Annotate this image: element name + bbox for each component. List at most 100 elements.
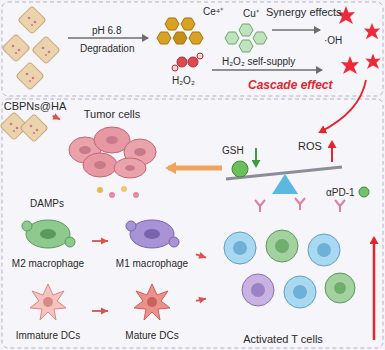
cu-hexagon [253, 32, 267, 44]
nucleus [79, 146, 91, 154]
tumor-cell [83, 153, 117, 177]
annotation-label: GSH [222, 144, 244, 157]
node-label: M1 macrophage [116, 257, 188, 270]
top-panel [2, 2, 383, 96]
tumor-cell [114, 158, 146, 178]
gsh-down-arrow [255, 148, 257, 166]
ros-up-arrow [331, 142, 333, 162]
nucleus [233, 241, 247, 255]
gsh-sphere [232, 161, 248, 177]
node-label: M2 macrophage [12, 257, 84, 270]
bottom-panel [2, 99, 383, 348]
nanoparticle-node: CBPNs@HA [1, 100, 70, 115]
cell-protrusion [169, 237, 179, 247]
ros-star [364, 23, 380, 39]
t-cell [242, 274, 274, 306]
annotation-label: Ce⁴⁺ [203, 5, 223, 18]
annotation-label: H₂O₂ [172, 74, 195, 87]
annotation-label: Degradation [80, 42, 134, 55]
nucleus [134, 148, 146, 156]
annotation-label: Cu⁺ [243, 7, 259, 20]
nucleus [125, 165, 135, 171]
t-cell [224, 232, 256, 264]
node-label: Activated T cells [243, 333, 323, 346]
ce-hexagon [181, 18, 195, 30]
cu-hexagon [239, 24, 253, 36]
annotation-label: Cascade effect [248, 79, 333, 92]
damp-dot [109, 192, 115, 198]
ce-hexagon [165, 18, 179, 30]
nanoparticle [32, 36, 60, 64]
nanoparticle [16, 62, 44, 90]
nucleus [106, 136, 118, 144]
increase-arrow [373, 238, 376, 340]
t-cell [325, 273, 355, 303]
node-label: Immature DCs [16, 329, 80, 342]
annotation-label: pH 6.8 [92, 24, 121, 37]
arrow-head [198, 252, 206, 259]
damp-dot [97, 187, 103, 193]
cell-protrusion [126, 221, 136, 231]
arrow-head [101, 238, 108, 245]
annotation-label: ·OH [324, 34, 342, 47]
supply-arrow [212, 69, 322, 71]
cell-node: Mature DCs [110, 280, 194, 342]
ros-star [341, 56, 359, 74]
annotation-label: ROS [298, 140, 322, 153]
ce-hexagon [173, 32, 187, 44]
nanoparticle [18, 6, 46, 34]
cell-body [26, 220, 70, 248]
antibody-ball [359, 187, 369, 197]
tumor-node: Tumor cells [62, 108, 162, 180]
dendritic-cell-mature [134, 284, 170, 320]
cell-body [134, 284, 170, 320]
cell-body [30, 284, 66, 320]
antibody [335, 200, 345, 212]
hydrogen-atom [172, 65, 178, 71]
oxygen-atom [188, 57, 198, 67]
node-label: Tumor cells [84, 108, 140, 121]
cell-protrusion [22, 221, 32, 231]
macrophage-m2 [22, 220, 75, 248]
nucleus [43, 297, 53, 307]
dendritic-cell-immature [30, 284, 66, 320]
seesaw-pivot [272, 174, 298, 194]
cell-group-node: Activated T cells [208, 216, 358, 346]
macrophage-m1 [126, 220, 179, 248]
arrow-head [52, 113, 60, 119]
damp-dot [133, 192, 139, 198]
cell-node: M2 macrophage [6, 212, 90, 270]
flow-arrow [92, 308, 108, 315]
degradation-arrow [68, 37, 148, 39]
t-cell [266, 230, 298, 262]
cu-hexagon [239, 40, 253, 52]
flow-arrow [92, 238, 108, 245]
node-label: CBPNs@HA [4, 100, 67, 113]
annotation-label: αPD-1 [326, 186, 355, 199]
cell-node: M1 macrophage [110, 212, 194, 270]
ce-hexagon [157, 32, 171, 44]
cell-body [130, 220, 174, 248]
nucleus [251, 283, 265, 297]
cell-node: Immature DCs [6, 280, 90, 342]
nucleus [334, 282, 346, 294]
annotation-label: Synergy effects [266, 6, 342, 19]
nucleus [144, 229, 160, 239]
nucleus [40, 229, 56, 239]
nucleus [275, 239, 289, 253]
nanoparticle [20, 114, 48, 142]
nucleus [94, 161, 106, 169]
arrow-head [198, 297, 206, 304]
oxygen-atom [177, 57, 187, 67]
flow-arrow [52, 113, 60, 119]
nanoparticle [2, 34, 30, 62]
synergy-arrow [272, 29, 320, 31]
tumor-cells [69, 127, 156, 178]
cu-hexagon [225, 32, 239, 44]
flow-arrow [196, 297, 206, 304]
t-cell [284, 276, 316, 308]
